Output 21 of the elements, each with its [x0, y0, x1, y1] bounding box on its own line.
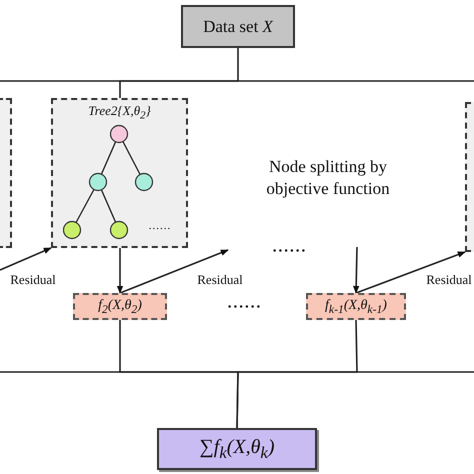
arrow — [116, 248, 124, 294]
arrow — [0, 247, 52, 271]
function-box — [73, 293, 167, 320]
arrow — [352, 246, 360, 294]
node-label: f$_{2}$(X,θ$_{2}$) — [98, 298, 142, 316]
sum-box — [157, 428, 317, 470]
arrow — [356, 251, 466, 294]
tree-box — [51, 98, 188, 248]
connector-line — [236, 320, 358, 428]
annotation-text: Node splitting by objective function — [265, 156, 391, 200]
node-label: f$_{k-1}$(X,θ$_{k-1}$) — [325, 298, 387, 316]
ellipsis: ...... — [148, 220, 172, 232]
node-label: ∑f$_{k}$(X,θ$_{k}$) — [199, 436, 274, 462]
function-box — [306, 293, 406, 320]
node-label: Data set X — [203, 16, 273, 36]
ellipsis: ...... — [228, 296, 262, 312]
node-label: Tree2{X,θ$_{2}$} — [88, 103, 151, 122]
connector-line — [119, 48, 239, 98]
ellipsis: ...... — [272, 240, 308, 256]
arrow — [120, 249, 229, 294]
input-box — [181, 5, 295, 48]
